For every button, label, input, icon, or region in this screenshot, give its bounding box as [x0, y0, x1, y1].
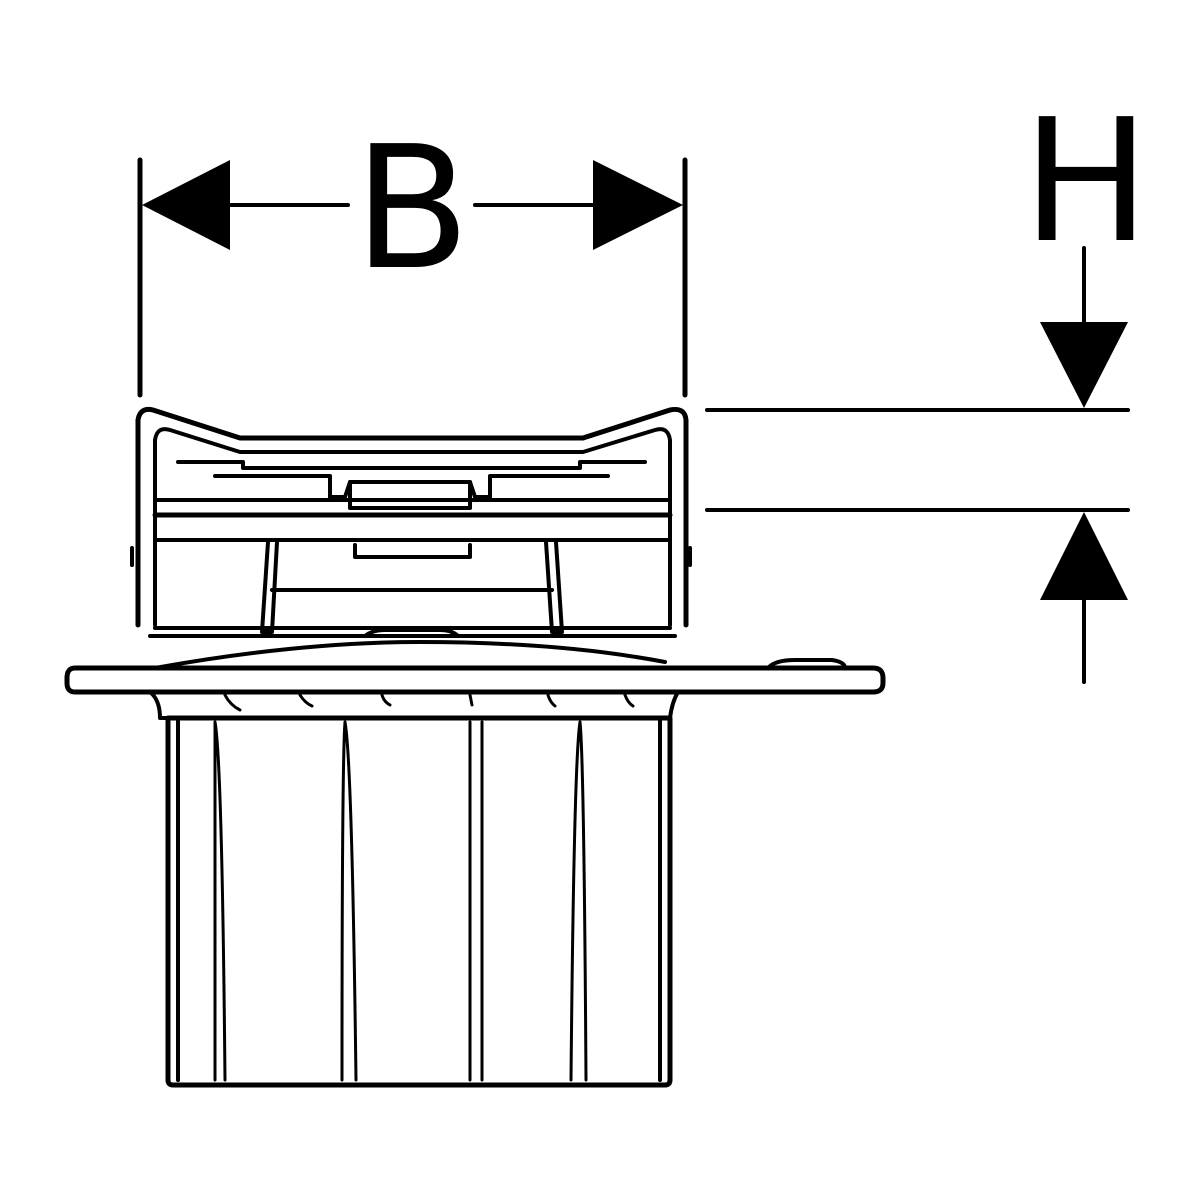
- drain-support-leg-left: [260, 540, 279, 634]
- drain-neck-left: [148, 690, 170, 720]
- dimension-h-arrow-down: [1040, 322, 1128, 408]
- dimension-h-label: H: [1022, 83, 1150, 281]
- dimension-b-arrow-left: [142, 160, 230, 250]
- drain-center-tab: [363, 628, 460, 638]
- drain-body: [64, 407, 886, 1088]
- drain-rib-4: [569, 720, 588, 1082]
- dimension-b-label: B: [354, 110, 471, 308]
- drain-body-outline: [165, 715, 673, 1088]
- drain-neck-ribs: [223, 693, 635, 712]
- drain-center-clip: [353, 543, 472, 559]
- drain-flange-curve: [153, 640, 667, 670]
- dimension-h: [705, 246, 1130, 684]
- drain-grate-center-bar: [348, 480, 472, 510]
- drain-rib-2: [340, 720, 358, 1082]
- drain-rib-1: [213, 720, 227, 1082]
- drain-cap-inner-top: [153, 427, 672, 627]
- dimension-b-arrow-right: [593, 160, 683, 250]
- drain-cap-outline: [135, 407, 689, 628]
- drain-flange: [64, 665, 886, 695]
- drain-support-leg-right: [544, 540, 564, 634]
- drain-rib-3: [468, 720, 484, 1082]
- drain-grate-slot: [213, 474, 610, 499]
- drain-grate-plate: [176, 460, 647, 470]
- drain-flange-nub: [766, 658, 847, 670]
- dimension-h-arrow-up: [1040, 512, 1128, 600]
- dimension-b: [137, 157, 688, 398]
- drain-neck-right: [660, 690, 680, 720]
